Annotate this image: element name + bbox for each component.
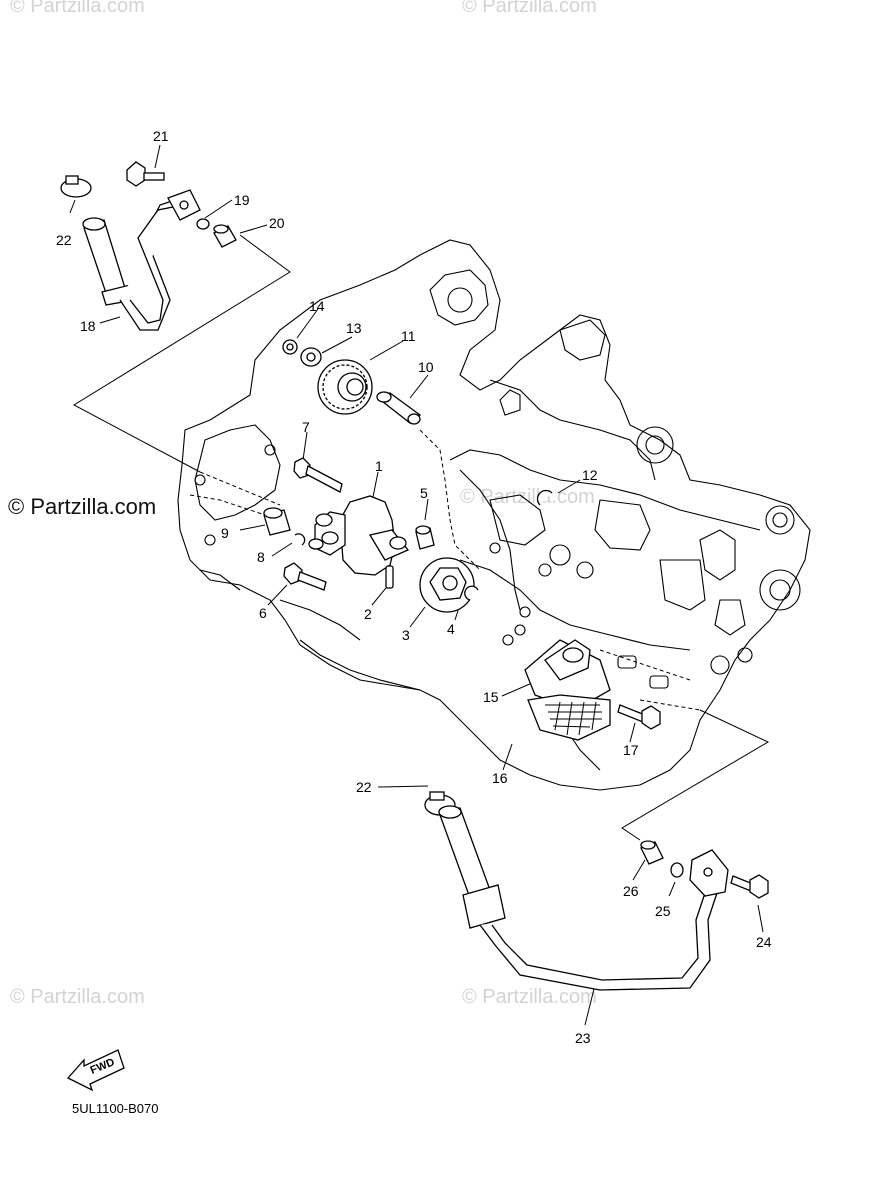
dowel-9 [263, 507, 291, 536]
o-ring-25 [670, 862, 684, 878]
circlip-4 [464, 585, 479, 601]
callout-3: 3 [402, 627, 410, 643]
circlip-14 [282, 339, 298, 355]
callout-10: 10 [418, 359, 434, 375]
shaft-10 [376, 391, 422, 425]
o-ring-19 [196, 218, 210, 230]
callout-18: 18 [80, 318, 96, 334]
watermark-bottom-right: © Partzilla.com [462, 986, 597, 1008]
dowel-5 [415, 525, 435, 550]
watermark-main: © Partzilla.com [8, 494, 156, 519]
callout-22-upper: 22 [56, 232, 72, 248]
callout-4: 4 [447, 621, 455, 637]
crankcase-outline [177, 239, 811, 791]
oil-pump-body-1 [308, 495, 410, 576]
callout-24: 24 [756, 934, 772, 950]
clamp-22-upper [60, 175, 92, 198]
callout-6: 6 [259, 605, 267, 621]
callout-12: 12 [582, 467, 598, 483]
callout-15: 15 [483, 689, 499, 705]
callout-17: 17 [623, 742, 639, 758]
callout-16: 16 [492, 770, 508, 786]
oil-pipe-23 [438, 805, 729, 991]
callout-1: 1 [375, 458, 383, 474]
bolt-17 [617, 704, 661, 730]
callout-20: 20 [269, 215, 285, 231]
callout-labels: 1 2 3 4 5 6 7 8 9 10 11 12 13 14 15 16 1… [56, 128, 772, 1046]
callout-5: 5 [420, 485, 428, 501]
dowel-20 [213, 224, 237, 248]
fwd-arrow: FWD [66, 1049, 125, 1092]
callout-22-lower: 22 [356, 779, 372, 795]
callout-9: 9 [221, 525, 229, 541]
diagram-code: 5UL1100-B070 [72, 1101, 159, 1116]
watermark-bottom-left: © Partzilla.com [10, 986, 145, 1008]
callout-19: 19 [234, 192, 250, 208]
watermark-top-right: © Partzilla.com [462, 0, 597, 17]
callout-23: 23 [575, 1030, 591, 1046]
watermarks: © Partzilla.com © Partzilla.com © Partzi… [8, 0, 597, 1008]
dowel-26 [640, 840, 664, 865]
bolt-7 [293, 457, 343, 493]
gear-11 [317, 359, 373, 415]
watermark-top-left: © Partzilla.com [10, 0, 145, 17]
bolt-21 [126, 161, 165, 187]
callout-13: 13 [346, 320, 362, 336]
rotor-3 [419, 557, 475, 613]
o-ring-8 [294, 533, 306, 546]
watermark-mid-right: © Partzilla.com [460, 486, 595, 508]
bolt-6 [283, 562, 327, 591]
pin-2 [385, 565, 394, 589]
callout-8: 8 [257, 549, 265, 565]
callout-7: 7 [302, 419, 310, 435]
washer-13 [300, 347, 322, 367]
callout-25: 25 [655, 903, 671, 919]
callout-21: 21 [153, 128, 169, 144]
callout-26: 26 [623, 883, 639, 899]
strainer-cover-15 [524, 639, 611, 711]
assembly-lines [69, 144, 770, 1026]
bolt-24 [730, 874, 769, 899]
callout-14: 14 [309, 298, 325, 314]
circlip-12 [536, 489, 553, 506]
callout-2: 2 [364, 606, 372, 622]
oil-pipe-18 [82, 189, 201, 331]
strainer-16 [527, 694, 611, 741]
callout-11: 11 [401, 328, 416, 344]
